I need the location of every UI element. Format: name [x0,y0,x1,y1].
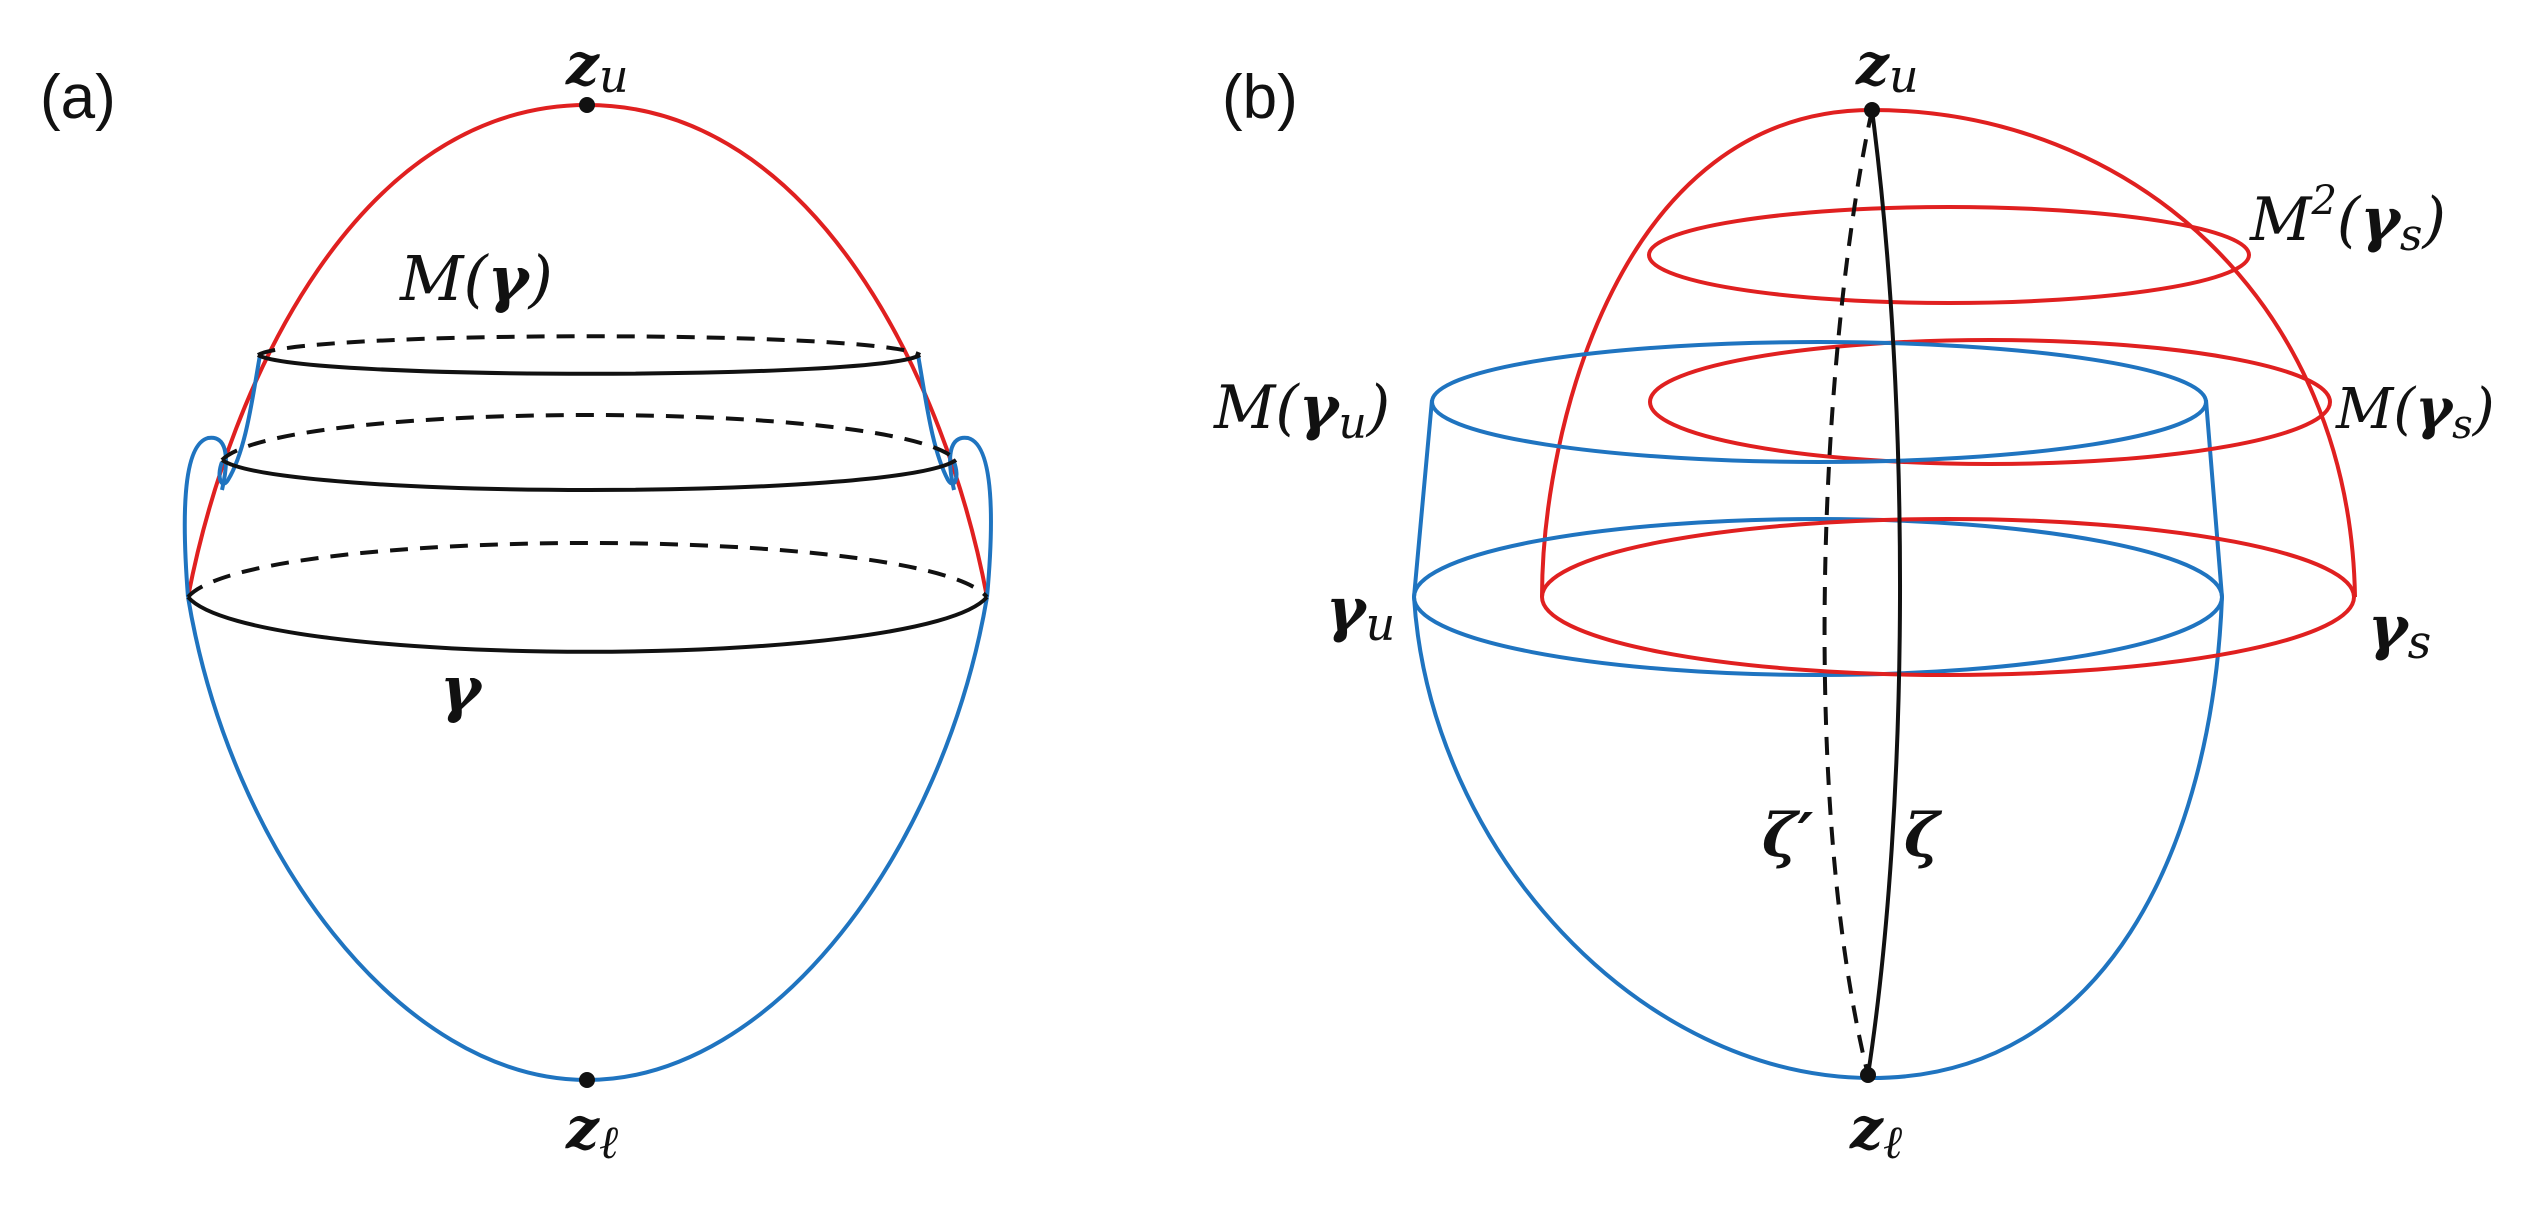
panel-a-unstable-manifold-bowl [186,596,989,1083]
panel-a-gamma-back [186,541,989,599]
panel-b-gamma-s-label: γs [2368,593,2431,669]
panel-a-bottom-point-label: zℓ [565,1094,619,1169]
panel-a-mid-curve-back [220,413,958,462]
panel-b-gamma-u-label: γu [1326,575,1395,651]
panel-b-m-gamma-u-label: M(γu) [1213,373,1390,449]
panel-b-zeta-label: ζ [1904,801,1943,871]
panel-a-right-fold-outer [948,435,993,598]
panel-b-m2-gamma-s-curve [1647,205,2251,305]
panel-a-m-gamma-label: M(γ) [399,242,553,315]
panel-b-zeta-curve [1866,109,1902,1076]
panel-b-top-point [1864,102,1880,118]
panel-a-top-point [579,97,595,113]
panel-a-gamma-label: γ [440,652,484,725]
panel-a-label: (a) [40,63,116,132]
panel-b-unstable-bowl [1411,399,2225,1081]
panel-b: (b) zu M2(γs) M(γs) M(γu) [1213,30,2495,1169]
panel-a-left-fold-inner [217,354,262,486]
panel-a-bottom-point [579,1072,595,1088]
panel-b-m-gamma-s-curve [1648,338,2332,466]
panel-a-gamma-front [186,595,989,654]
panel-b-m2-gamma-s-label: M2(γs) [2249,178,2446,261]
panel-b-bottom-point-label: zℓ [1849,1094,1903,1169]
panel-a-stable-manifold-dome [186,102,989,598]
panel-b-m-gamma-u-curve [1430,340,2208,464]
panel-a-m-gamma-front [256,353,922,376]
panel-b-zeta-prime-curve [1822,109,1874,1076]
panel-a: (a) zu M(γ) γ zℓ [40,30,993,1169]
panel-a-mid-curve-front [220,458,958,492]
panel-a-m-gamma-back [256,334,922,357]
panel-b-zeta-prime-label: ζ′ [1762,801,1814,871]
panel-b-bottom-point [1860,1067,1876,1083]
panel-b-label: (b) [1222,63,1298,132]
panel-b-m-gamma-s-label: M(γs) [2335,376,2495,448]
panel-b-gamma-u-curve [1412,517,2224,677]
panel-a-top-point-label: zu [565,30,629,103]
panel-b-gamma-s-curve [1540,517,2356,677]
panel-b-top-point-label: zu [1855,30,1919,103]
panel-a-right-fold-inner [916,354,959,486]
